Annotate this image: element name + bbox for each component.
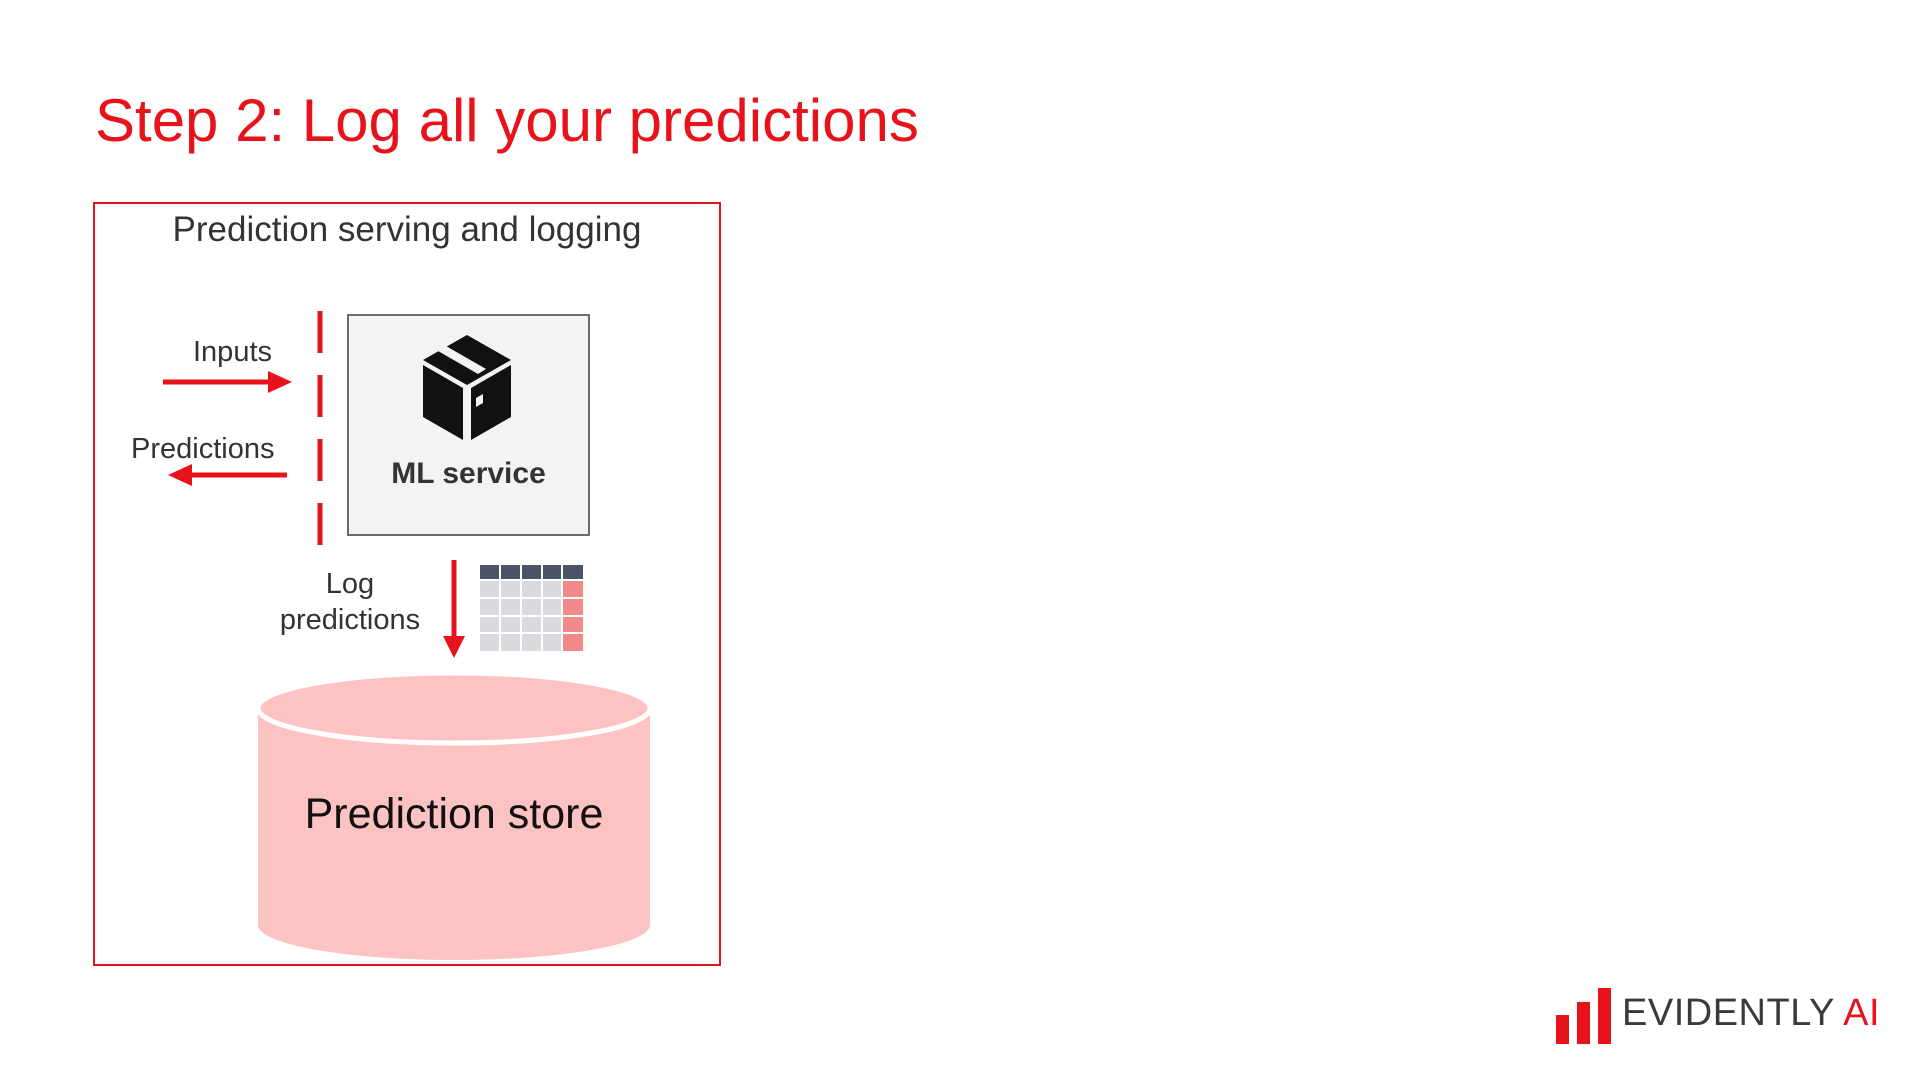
logo-brand-suffix: AI <box>1843 992 1881 1034</box>
logo-brand-word: EVIDENTLY <box>1622 992 1835 1034</box>
evidently-logo: EVIDENTLY AI <box>1622 992 1880 1035</box>
log-label-line1: Log <box>325 568 375 600</box>
ml-service-box <box>347 314 590 536</box>
inputs-label: Inputs <box>193 336 272 368</box>
ml-service-label: ML service <box>391 457 546 490</box>
slide-title: Step 2: Log all your predictions <box>95 87 919 154</box>
frame-title: Prediction serving and logging <box>172 210 642 249</box>
log-label-line2: predictions <box>279 604 421 636</box>
prediction-store-label: Prediction store <box>304 790 604 838</box>
prediction-serving-frame <box>93 202 721 966</box>
evidently-logo-icon <box>1556 988 1611 1044</box>
predictions-label: Predictions <box>131 433 275 465</box>
